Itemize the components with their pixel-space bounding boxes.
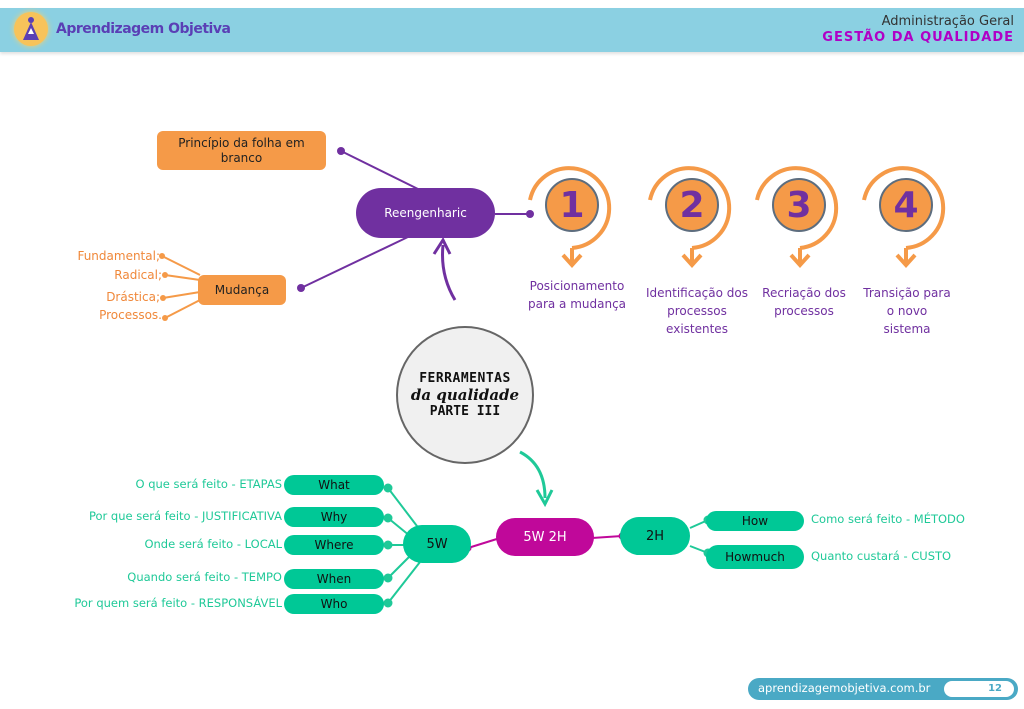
step-number-3: 3 — [772, 178, 826, 232]
w-desc: Por que será feito - JUSTIFICATIVA — [88, 509, 282, 523]
reengenharia-label: Reengenharic — [384, 206, 467, 220]
h-desc: Como será feito - MÉTODO — [811, 512, 965, 526]
w-key-where[interactable]: Where — [284, 535, 384, 555]
line-mudanca — [300, 235, 411, 289]
arrow-head-reengenharia — [432, 236, 452, 255]
dot-mudanca — [297, 284, 305, 292]
w-desc: Onde será feito - LOCAL — [144, 537, 282, 551]
footer-url[interactable]: aprendizagemobjetiva.com.br — [758, 681, 931, 695]
h-key-how[interactable]: How — [706, 511, 804, 531]
arrow-to-reengenharia — [441, 244, 457, 301]
footer-bar: aprendizagemobjetiva.com.br 12 — [748, 678, 1018, 700]
w-desc: Quando será feito - TEMPO — [127, 570, 282, 584]
dot-principle — [337, 147, 345, 155]
mudanca-item: Radical; — [114, 268, 162, 282]
central-topic-line2: da qualidade — [410, 386, 520, 404]
h-desc: Quanto custará - CUSTO — [811, 549, 952, 563]
step-text-2: Identificação dos processos existentes — [645, 286, 748, 336]
dot-steps — [526, 210, 534, 218]
2h-node[interactable]: 2H — [620, 517, 690, 555]
w-key-when[interactable]: When — [284, 569, 384, 589]
step-arc-4 — [862, 166, 946, 268]
step-text-1: Posicionamento para a mudança — [527, 279, 627, 311]
step-text-4: Transição para o novo sistema — [863, 286, 951, 336]
mudanca-item: Fundamental; — [77, 249, 160, 263]
mudanca-box: Mudança — [198, 275, 286, 305]
5w2h-node[interactable]: 5W 2H — [496, 518, 594, 556]
principle-box: Princípio da folha em branco — [157, 131, 326, 170]
subject-title: Administração Geral — [881, 14, 1014, 29]
step-number-4: 4 — [879, 178, 933, 232]
step-text-3: Recriação dos processos — [762, 286, 846, 318]
mudanca-label: Mudança — [214, 282, 270, 297]
arrow-head-5w2h — [535, 489, 554, 508]
arrow-to-5w2h — [519, 450, 547, 499]
line-principle — [340, 150, 421, 191]
w-key-what[interactable]: What — [284, 475, 384, 495]
central-topic-line1: FERRAMENTAS — [419, 371, 511, 386]
brand-name: Aprendizagem Objetiva — [56, 21, 231, 37]
step-arc-1 — [528, 166, 612, 268]
central-topic-line3: PARTE III — [429, 404, 501, 419]
step-arc-2 — [648, 166, 732, 268]
page-number: 12 — [944, 681, 1014, 697]
central-topic: FERRAMENTAS da qualidade PARTE III — [396, 326, 534, 464]
5w-node[interactable]: 5W — [403, 525, 471, 563]
header-bar: Aprendizagem Objetiva Administração Gera… — [0, 8, 1024, 52]
w-desc: O que será feito - ETAPAS — [135, 477, 282, 491]
logo-icon — [14, 12, 48, 46]
step-number-2: 2 — [665, 178, 719, 232]
reengenharia-node[interactable]: Reengenharic — [356, 188, 495, 238]
w-key-who[interactable]: Who — [284, 594, 384, 614]
topic-title: GESTÃO DA QUALIDADE — [822, 30, 1014, 45]
mudanca-item: Drástica; — [106, 290, 160, 304]
mudanca-item: Processos. — [99, 308, 162, 322]
w-key-why[interactable]: Why — [284, 507, 384, 527]
step-number-1: 1 — [545, 178, 599, 232]
step-arc-3 — [755, 166, 839, 268]
w-desc: Por quem será feito - RESPONSÁVEL — [74, 596, 282, 610]
h-key-howmuch[interactable]: Howmuch — [706, 545, 804, 569]
